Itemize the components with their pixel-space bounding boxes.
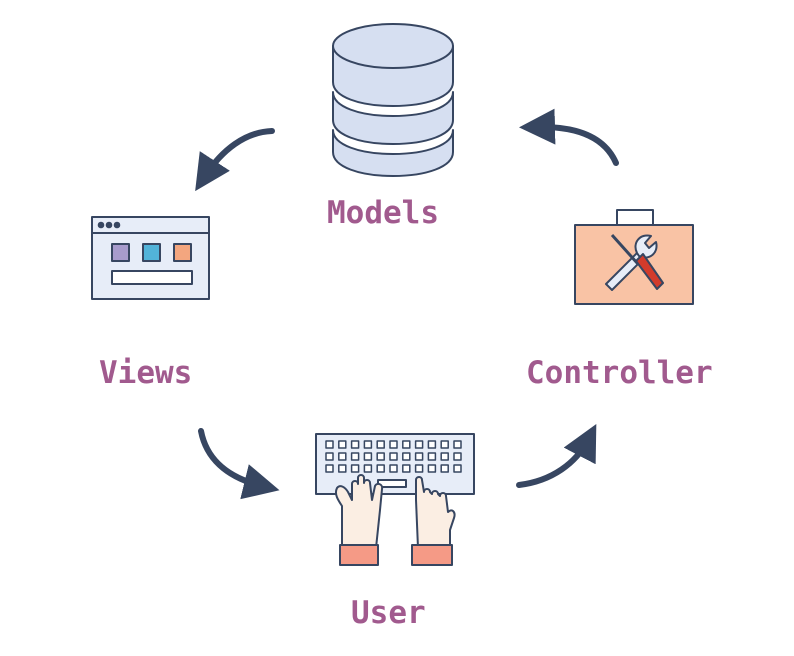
window-tile-orange — [173, 243, 192, 262]
browser-window-icon — [91, 216, 210, 300]
keyboard-key — [427, 440, 437, 449]
keyboard-key — [402, 440, 411, 449]
window-dot — [113, 221, 121, 229]
keyboard-key — [440, 464, 449, 473]
keyboard-key — [427, 464, 437, 473]
database-icon — [332, 23, 454, 177]
window-tile-purple — [111, 243, 130, 262]
keyboard-key — [453, 452, 462, 461]
keyboard-key — [389, 440, 398, 449]
curved-arrow-icon — [516, 424, 597, 488]
keyboard-key — [440, 440, 449, 449]
keyboard-key — [414, 452, 424, 461]
screwdriver-handle — [635, 253, 664, 290]
window-text-bar — [111, 270, 193, 285]
keyboard-keys — [325, 440, 462, 473]
keyboard-key — [402, 464, 411, 473]
left-sleeve — [339, 544, 379, 566]
database-middle-tier — [332, 91, 454, 145]
screwdriver-icon — [610, 233, 664, 290]
database-lid — [332, 23, 454, 69]
controller-label: Controller — [526, 355, 713, 391]
keyboard-key — [376, 440, 385, 449]
keyboard-key — [338, 440, 347, 449]
keyboard-key — [414, 440, 424, 449]
keyboard-key — [363, 464, 373, 473]
keyboard-key — [325, 464, 334, 473]
window-dot — [105, 221, 113, 229]
keyboard-key — [389, 452, 398, 461]
keyboard-key — [350, 464, 360, 473]
right-sleeve — [411, 544, 453, 566]
models-label: Models — [327, 195, 439, 231]
keyboard-key — [338, 452, 347, 461]
keyboard-key — [389, 464, 398, 473]
curved-arrow-icon — [519, 108, 619, 166]
keyboard-key — [414, 464, 424, 473]
curved-arrow-icon — [198, 428, 280, 500]
toolbox-icon — [574, 209, 694, 305]
keyboard-key — [376, 464, 385, 473]
keyboard-key — [453, 464, 462, 473]
keyboard-key — [453, 440, 462, 449]
keyboard-key — [440, 452, 449, 461]
window-dot — [97, 221, 105, 229]
cycle-arrows — [195, 108, 619, 500]
window-tile-blue — [142, 243, 161, 262]
keyboard-key — [338, 464, 347, 473]
keyboard-key — [402, 452, 411, 461]
keyboard-key — [427, 452, 437, 461]
left-hand — [334, 474, 384, 549]
keyboard-key — [325, 440, 334, 449]
keyboard-key — [325, 452, 334, 461]
keyboard-typing-hands-icon — [315, 433, 475, 566]
right-hand — [415, 476, 456, 549]
database-bottom-tier — [332, 129, 454, 177]
keyboard-key — [363, 440, 373, 449]
keyboard-key — [376, 452, 385, 461]
user-label: User — [351, 595, 426, 631]
views-label: Views — [99, 355, 193, 391]
keyboard-key — [350, 452, 360, 461]
screwdriver-shaft — [610, 233, 640, 266]
keyboard-key — [350, 440, 360, 449]
keyboard-key — [363, 452, 373, 461]
curved-arrow-icon — [195, 128, 275, 192]
